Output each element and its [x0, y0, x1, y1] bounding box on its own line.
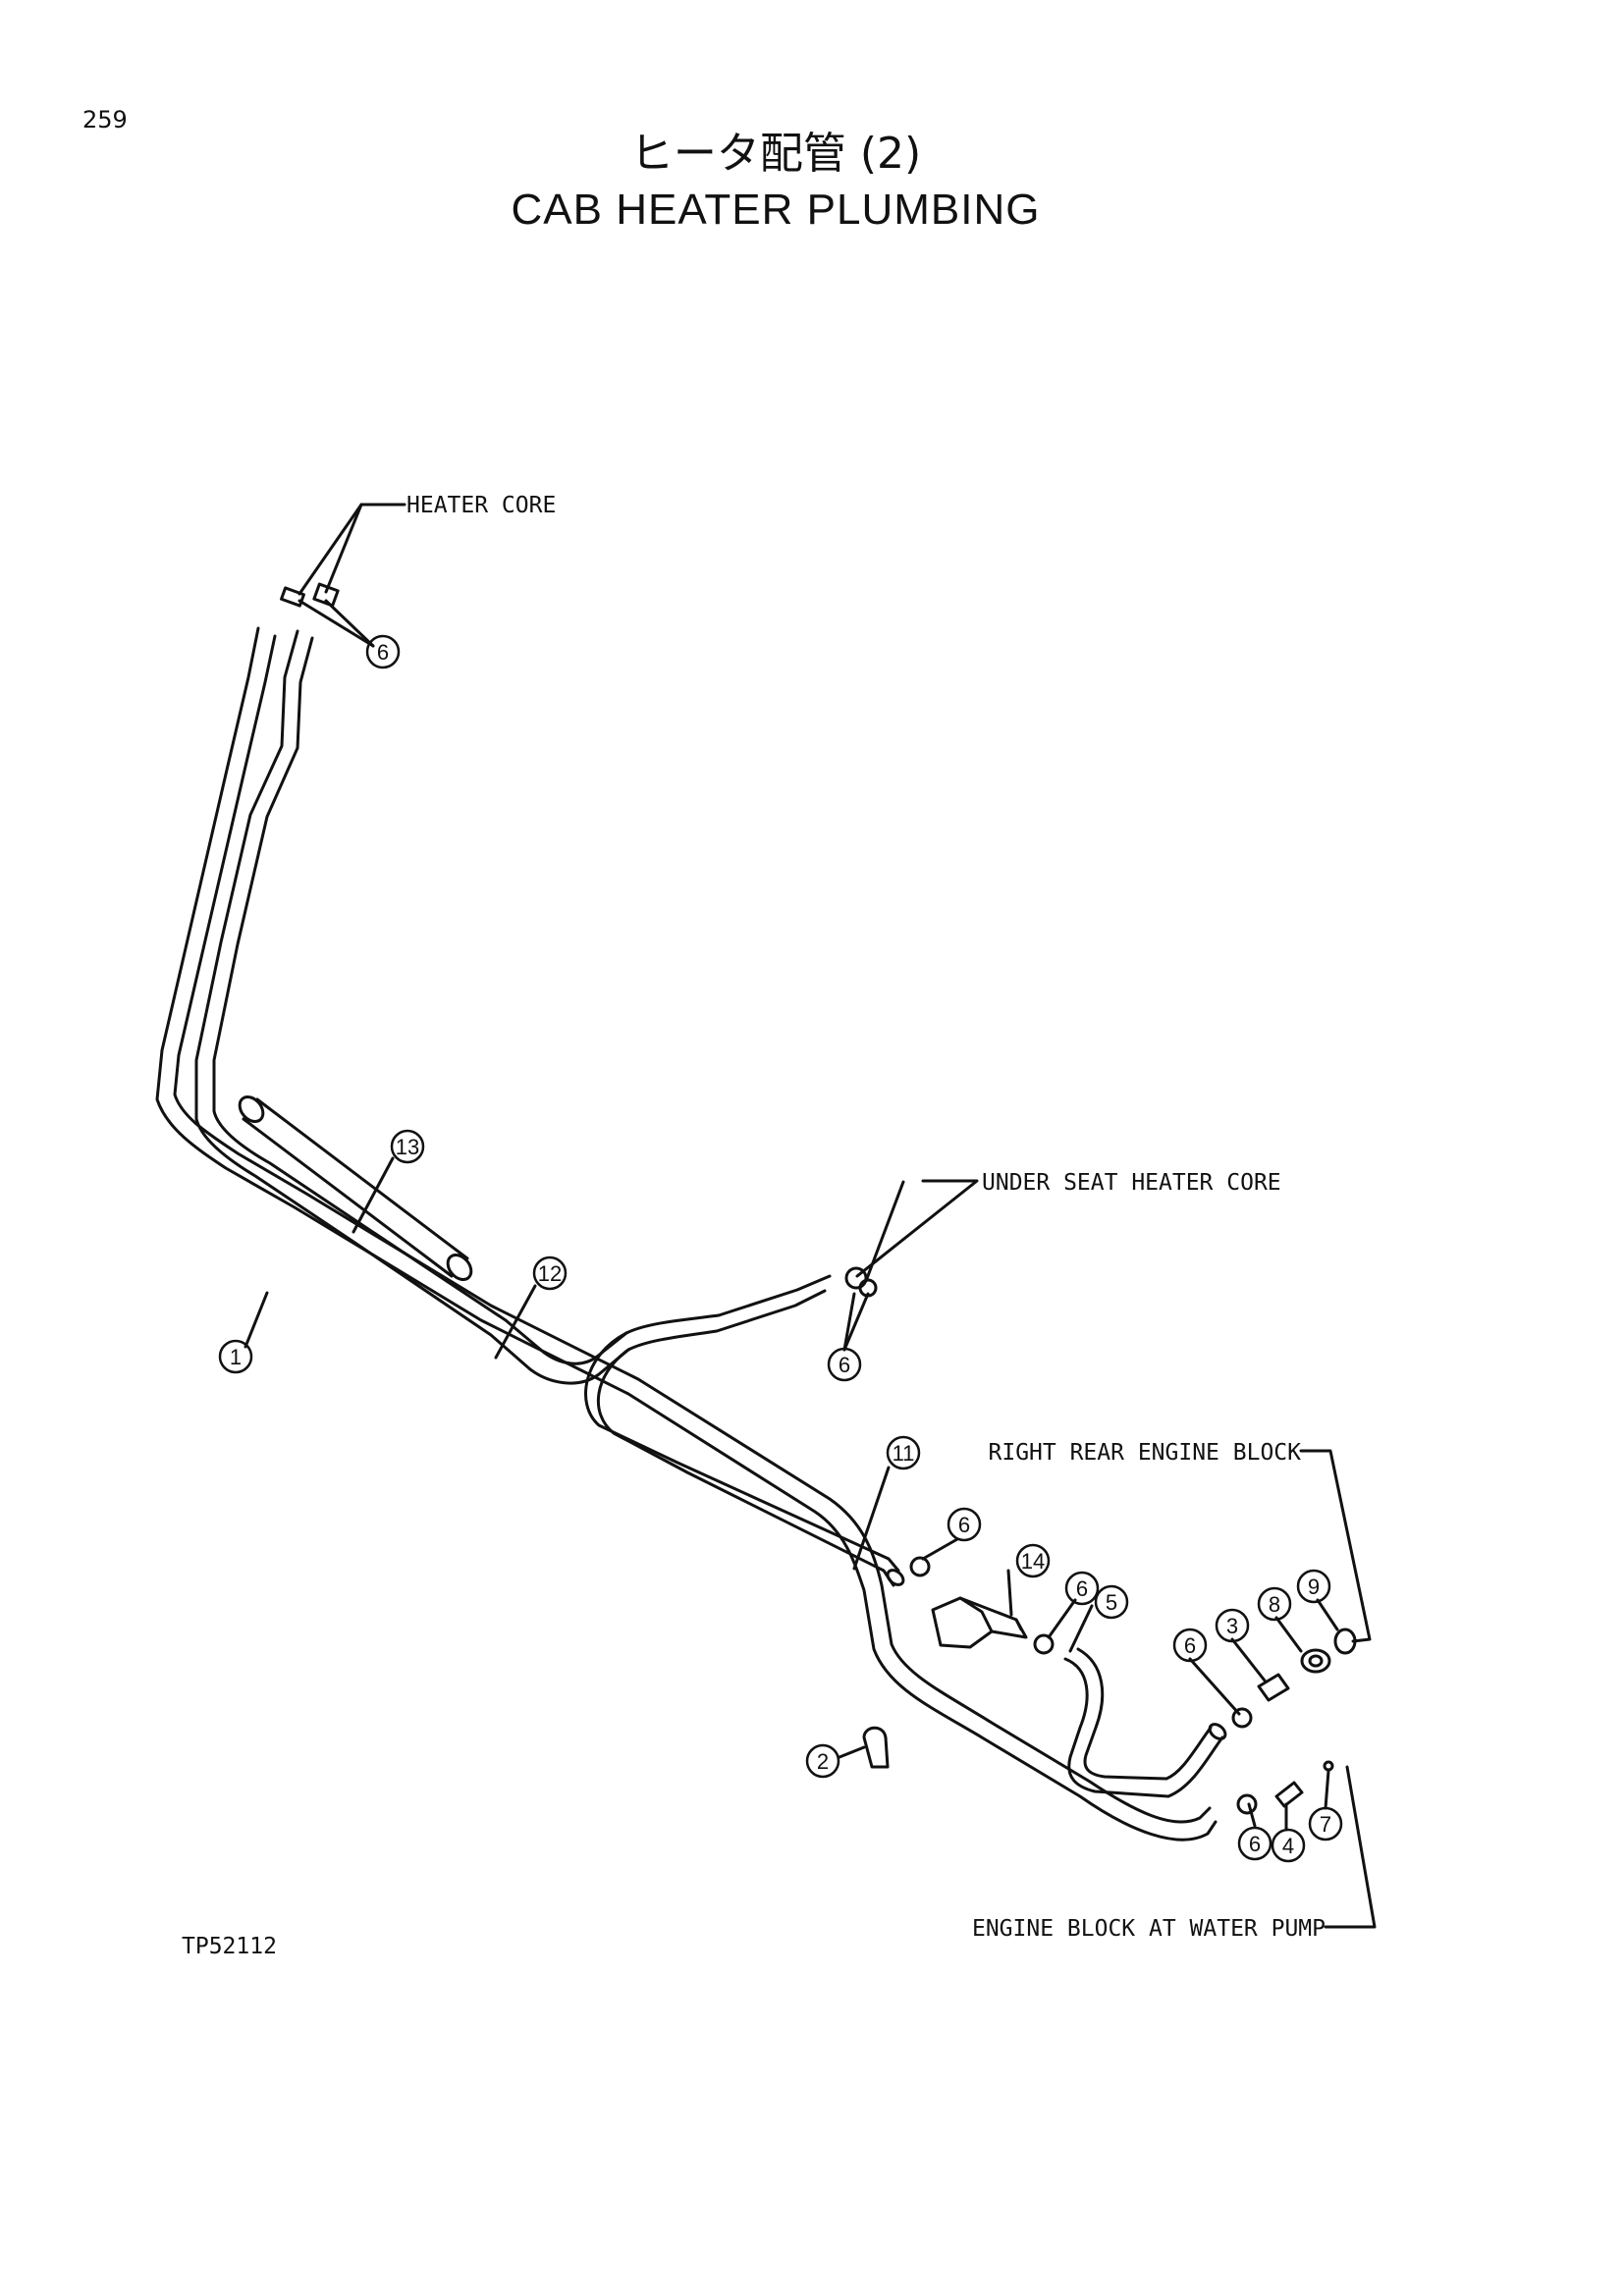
part-number-13: 13	[396, 1135, 419, 1159]
part-bubbles: 6 13 12 1 6 11 6 14	[218, 634, 1343, 1863]
part-number-6-under-seat: 6	[839, 1353, 850, 1377]
leader-lines	[244, 503, 1377, 1929]
page-title-english: CAB HEATER PLUMBING	[511, 186, 1041, 234]
page-number: 259	[82, 106, 128, 133]
part-number-2: 2	[817, 1749, 829, 1774]
part-number-6-b: 6	[1076, 1576, 1088, 1601]
part-number-6-a: 6	[958, 1513, 970, 1537]
fitting-3	[1257, 1673, 1290, 1702]
part-bubble-6-c: 6	[1172, 1628, 1208, 1663]
part-bubble-5: 5	[1094, 1584, 1129, 1620]
part-number-6-c: 6	[1184, 1633, 1196, 1658]
part-number-7: 7	[1320, 1812, 1331, 1837]
part-number-3: 3	[1226, 1614, 1238, 1638]
title-block: ヒータ配管 (2) CAB HEATER PLUMBING	[0, 126, 1551, 238]
page-title-japanese: ヒータ配管 (2)	[629, 129, 922, 179]
part-bubble-6-b: 6	[1064, 1571, 1100, 1606]
part-bubble-6-heater: 6	[365, 634, 401, 669]
part-bubble-14: 14	[1015, 1543, 1051, 1578]
part-number-4: 4	[1282, 1834, 1294, 1858]
part-number-14: 14	[1021, 1549, 1045, 1574]
hose-5	[1063, 1647, 1227, 1798]
part-bubble-13: 13	[390, 1129, 425, 1164]
part-bubble-1: 1	[218, 1339, 253, 1374]
part-number-9: 9	[1308, 1575, 1320, 1599]
label-right-rear-engine-block: RIGHT REAR ENGINE BLOCK	[989, 1440, 1302, 1466]
part-number-8: 8	[1269, 1592, 1280, 1617]
part-number-12: 12	[538, 1261, 562, 1286]
fitting-4	[1274, 1781, 1304, 1808]
part-number-6-heater: 6	[377, 640, 389, 665]
hose-14-valve	[931, 1596, 1028, 1649]
figure-code: TP52112	[182, 1934, 277, 1959]
hose-13	[238, 1095, 473, 1282]
part-number-11: 11	[893, 1441, 915, 1466]
part-bubble-9: 9	[1296, 1569, 1331, 1604]
part-bubble-4: 4	[1271, 1828, 1306, 1863]
part-bubble-3: 3	[1215, 1608, 1250, 1643]
part-bubble-6-under-seat: 6	[827, 1347, 862, 1382]
hose-12	[194, 629, 905, 1587]
label-under-seat-heater-core: UNDER SEAT HEATER CORE	[982, 1170, 1281, 1196]
clamp-6-parts	[909, 1556, 1258, 1815]
clip-2	[862, 1726, 890, 1769]
part-bubble-12: 12	[532, 1255, 568, 1291]
part-bubble-2: 2	[805, 1743, 840, 1779]
part-number-6-d: 6	[1249, 1832, 1261, 1856]
part-bubble-6-a: 6	[947, 1507, 982, 1542]
plug-8	[1300, 1648, 1331, 1674]
part-number-5: 5	[1106, 1590, 1117, 1615]
part-bubble-11: 11	[886, 1435, 921, 1470]
part-bubble-7: 7	[1308, 1806, 1343, 1842]
part-bubble-8: 8	[1257, 1586, 1292, 1622]
part-bubble-6-d: 6	[1237, 1826, 1272, 1861]
label-engine-block-water-pump: ENGINE BLOCK AT WATER PUMP	[972, 1916, 1326, 1942]
hose-1	[155, 626, 1218, 1842]
washer-7	[1323, 1760, 1334, 1772]
label-heater-core: HEATER CORE	[406, 493, 556, 518]
callout-labels: HEATER CORE UNDER SEAT HEATER CORE RIGHT…	[182, 493, 1326, 1959]
part-number-1: 1	[230, 1345, 242, 1369]
